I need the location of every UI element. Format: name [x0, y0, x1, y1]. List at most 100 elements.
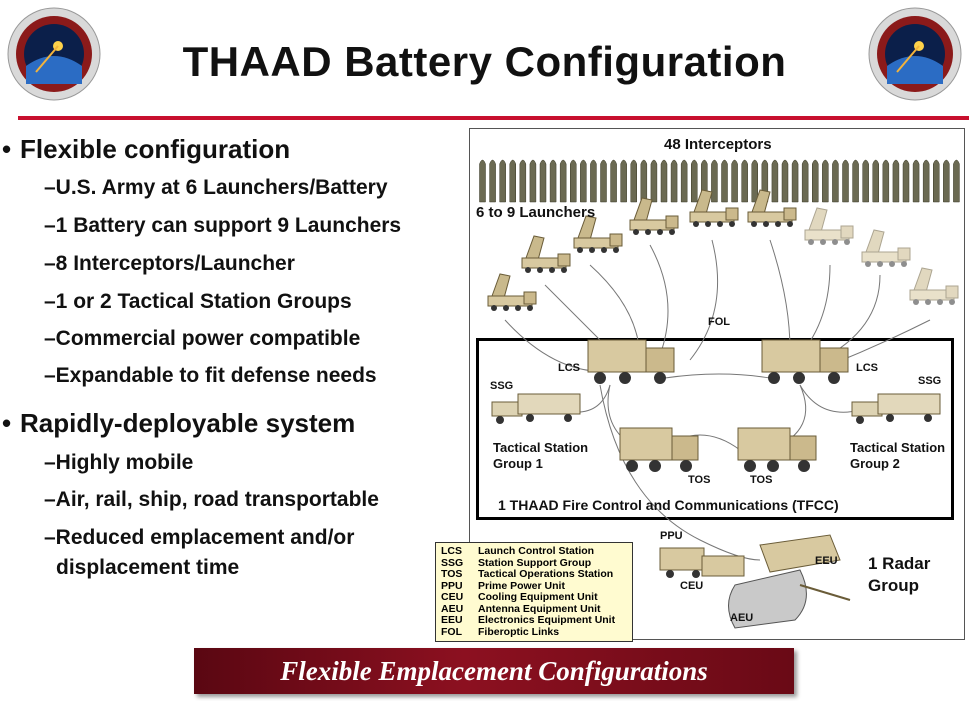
launcher-group — [487, 189, 959, 311]
launchers-label: 6 to 9 Launchers — [476, 204, 596, 221]
banner-text: Flexible Emplacement Configurations — [280, 656, 708, 686]
legend-abbr: FOL — [441, 625, 462, 638]
lcs-left-icon — [587, 339, 675, 384]
legend-desc: Tactical Operations Station — [478, 568, 614, 580]
lcs-left-label: LCS — [558, 362, 580, 374]
legend-desc: Antenna Equipment Unit — [478, 602, 601, 615]
sub-item: –Highly mobile — [44, 451, 194, 474]
interceptor-icon — [862, 159, 869, 203]
tsg2-label: Tactical Station — [850, 440, 946, 455]
legend-abbr: LCS — [441, 545, 462, 557]
interceptor-icon — [640, 159, 648, 203]
interceptors-label: 48 Interceptors — [664, 136, 772, 153]
sub-item: –1 Battery can support 9 Launchers — [44, 214, 402, 237]
interceptor-icon — [751, 159, 758, 203]
tfcc-label: 1 THAAD Fire Control and Communications … — [498, 497, 839, 513]
radar-group-label-line2: Group — [868, 576, 919, 595]
bullet-rapid: •Rapidly-deployable system — [2, 408, 356, 438]
ppu-label: PPU — [660, 530, 683, 542]
sub-item: –Expandable to fit defense needs — [44, 364, 377, 387]
legend-desc: Electronics Equipment Unit — [478, 614, 616, 626]
interceptor-icon — [721, 159, 728, 203]
legend-row: LCS Launch Control Station — [441, 545, 627, 558]
interceptor-icon — [953, 159, 960, 203]
legend-row: TOS Tactical Operations Station — [441, 568, 627, 581]
interceptor-icon — [620, 159, 627, 203]
interceptor-icon — [610, 159, 617, 203]
interceptor-icon — [509, 159, 516, 203]
launcher-icon — [629, 197, 679, 235]
title-divider — [18, 116, 969, 120]
tfcc-box — [476, 338, 954, 520]
sub-item: displacement time — [56, 556, 240, 579]
lcs-right-icon — [761, 339, 849, 384]
tsg2b-label: Group 2 — [850, 456, 900, 471]
lcs-right-label: LCS — [856, 362, 878, 374]
interceptor-icon — [781, 159, 789, 203]
interceptor-icon — [822, 159, 829, 203]
interceptor-icon — [852, 159, 859, 203]
tsg1-label: Tactical Station — [493, 440, 589, 455]
launcher-icon — [747, 189, 797, 227]
interceptor-icon — [842, 159, 849, 203]
interceptor-icon — [801, 159, 809, 203]
ssg-right-icon — [851, 393, 941, 424]
legend-row: AEU Antenna Equipment Unit — [441, 602, 627, 616]
page-title: THAAD Battery Configuration — [182, 38, 787, 85]
legend-abbr: TOS — [441, 568, 463, 580]
interceptor-icon — [943, 159, 950, 203]
interceptor-icon — [600, 159, 607, 203]
interceptor-icon — [660, 159, 668, 203]
legend-desc: Fiberoptic Links — [478, 625, 560, 638]
interceptor-icon — [479, 159, 486, 203]
legend-row: EEU Electronics Equipment Unit — [441, 614, 627, 627]
launcher-icon — [804, 207, 854, 245]
interceptor-icon — [691, 159, 698, 203]
sub-item: –Air, rail, ship, road transportable — [44, 488, 379, 511]
interceptor-icon — [670, 159, 678, 203]
bottom-banner: Flexible Emplacement Configurations — [194, 648, 794, 694]
interceptor-icon — [933, 159, 940, 203]
sub-item: –Commercial power compatible — [44, 327, 361, 350]
legend-abbr: EEU — [441, 614, 463, 626]
ssg-left-label: SSG — [490, 380, 514, 392]
tos-right-label: TOS — [750, 474, 773, 486]
eeu-label: EEU — [815, 555, 838, 567]
fol-label: FOL — [708, 316, 730, 328]
mda-seal-left-icon — [7, 7, 101, 101]
interceptor-icon — [741, 159, 748, 203]
tsg1b-label: Group 1 — [493, 456, 543, 471]
interceptor-row — [479, 159, 960, 203]
interceptor-icon — [771, 159, 779, 203]
tos-left-label: TOS — [688, 474, 711, 486]
mda-seal-right-icon — [868, 7, 962, 101]
interceptor-icon — [630, 159, 637, 203]
tos-right-icon — [737, 427, 817, 472]
legend-abbr: AEU — [441, 602, 464, 615]
interceptor-icon — [882, 159, 890, 203]
launcher-icon — [487, 273, 537, 311]
interceptor-icon — [539, 159, 547, 203]
legend-abbr: PPU — [441, 579, 463, 592]
interceptor-icon — [570, 159, 577, 203]
interceptor-icon — [489, 159, 496, 203]
launcher-icon — [861, 229, 911, 267]
radar-group-label-line1: 1 Radar — [868, 554, 931, 573]
interceptor-icon — [872, 159, 879, 203]
sub-item: –Reduced emplacement and/or — [44, 526, 355, 549]
legend-desc: Launch Control Station — [478, 545, 595, 557]
interceptor-icon — [580, 159, 587, 203]
bullet-text: Rapidly-deployable system — [20, 408, 356, 438]
interceptor-icon — [519, 159, 527, 203]
radar-group-icon — [659, 534, 851, 629]
interceptor-icon — [892, 159, 900, 203]
tos-left-icon — [619, 427, 699, 472]
legend-abbr: CEU — [441, 591, 464, 603]
sub-item: –U.S. Army at 6 Launchers/Battery — [44, 176, 388, 199]
legend-abbr: SSG — [441, 556, 464, 569]
interceptor-icon — [922, 159, 930, 203]
